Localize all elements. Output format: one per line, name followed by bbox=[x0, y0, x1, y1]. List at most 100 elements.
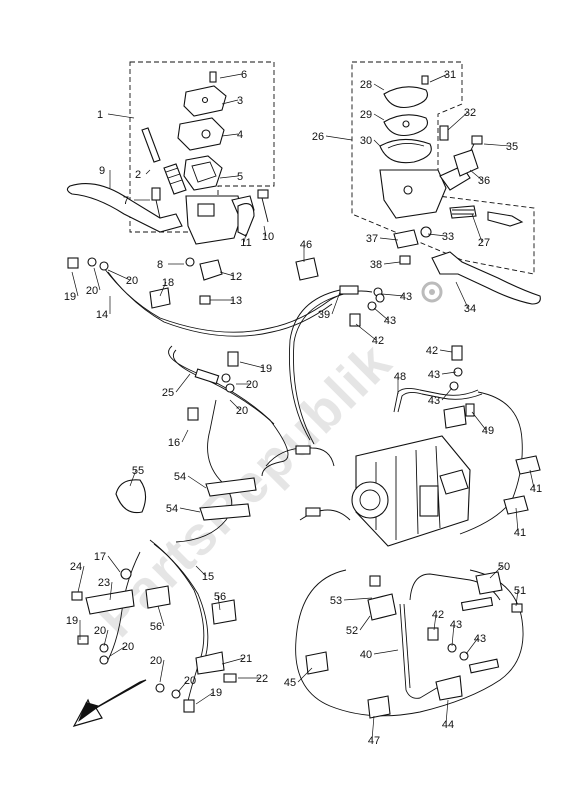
joint-23 bbox=[85, 589, 135, 615]
callout-leader-20 bbox=[159, 659, 165, 683]
callout-leader-29 bbox=[373, 113, 385, 121]
pivot-bolt-7 bbox=[151, 187, 161, 219]
callout-leader-43 bbox=[441, 387, 453, 401]
reservoir-plate-29 bbox=[383, 114, 429, 137]
callout-leader-40 bbox=[373, 649, 399, 655]
callout-54: 54 bbox=[174, 471, 186, 483]
callout-51: 51 bbox=[514, 585, 526, 597]
bolt-32 bbox=[439, 125, 449, 141]
callout-15: 15 bbox=[202, 571, 214, 583]
screw-13 bbox=[199, 295, 211, 305]
callout-2: 2 bbox=[135, 169, 141, 181]
callout-leader-15 bbox=[195, 565, 207, 577]
callout-12: 12 bbox=[230, 271, 242, 283]
callout-leader-38 bbox=[383, 261, 401, 265]
callout-42: 42 bbox=[432, 609, 444, 621]
clamp-44 bbox=[435, 675, 463, 701]
reservoir-cap-28 bbox=[383, 75, 429, 109]
callout-leader-31 bbox=[429, 73, 449, 83]
brake-pipe-48 bbox=[393, 387, 483, 413]
callout-27: 27 bbox=[478, 237, 490, 249]
bolts-19-lower bbox=[77, 635, 195, 713]
callout-43: 43 bbox=[474, 633, 486, 645]
callout-19: 19 bbox=[210, 687, 222, 699]
brake-hose-39 bbox=[289, 289, 341, 441]
fittings-19-20-upper-left bbox=[67, 257, 109, 271]
callout-leader-49 bbox=[471, 411, 487, 431]
callout-16: 16 bbox=[168, 437, 180, 449]
bolt-42b bbox=[449, 345, 463, 391]
callout-leader-10 bbox=[263, 225, 267, 237]
callout-6: 6 bbox=[241, 69, 247, 81]
callout-13: 13 bbox=[230, 295, 242, 307]
callout-18: 18 bbox=[162, 277, 174, 289]
callout-20: 20 bbox=[246, 379, 258, 391]
left-assembly-outline bbox=[129, 61, 275, 233]
callout-42: 42 bbox=[426, 345, 438, 357]
callout-3: 3 bbox=[237, 95, 243, 107]
callout-20: 20 bbox=[236, 405, 248, 417]
bolt-42c bbox=[427, 627, 469, 661]
callout-43: 43 bbox=[428, 369, 440, 381]
callout-leader-43 bbox=[381, 293, 405, 297]
sensor-lead-b bbox=[299, 507, 351, 521]
callout-46: 46 bbox=[300, 239, 312, 251]
callout-leader-19 bbox=[71, 271, 79, 297]
reservoir-cap bbox=[183, 85, 227, 117]
clip-56b bbox=[211, 599, 237, 625]
callout-leader-41 bbox=[515, 507, 519, 533]
callout-20: 20 bbox=[122, 641, 134, 653]
bolt-42a bbox=[349, 293, 385, 327]
callout-leader-20 bbox=[103, 629, 109, 647]
callout-52: 52 bbox=[346, 625, 358, 637]
callout-20: 20 bbox=[94, 625, 106, 637]
callout-22: 22 bbox=[256, 673, 268, 685]
callout-leader-50 bbox=[489, 565, 503, 579]
callout-5: 5 bbox=[237, 171, 243, 183]
callout-44: 44 bbox=[442, 719, 454, 731]
washers-20-lower bbox=[99, 643, 181, 699]
fitting-43a bbox=[460, 596, 494, 612]
push-rod-27 bbox=[449, 205, 524, 227]
callout-leader-20 bbox=[93, 267, 101, 291]
front-direction-arrow-icon bbox=[72, 679, 147, 727]
diaphragm-30 bbox=[379, 138, 432, 164]
bolt-51 bbox=[511, 603, 523, 613]
holder-clamp bbox=[237, 203, 255, 237]
callout-leader-34 bbox=[455, 281, 469, 309]
callout-leader-6 bbox=[219, 73, 243, 79]
nut-8 bbox=[185, 257, 195, 267]
callout-leader-56 bbox=[157, 605, 165, 627]
bracket-48 bbox=[443, 405, 467, 429]
callout-leader-5 bbox=[219, 175, 239, 179]
union-bolt-39 bbox=[339, 285, 383, 297]
callout-34: 34 bbox=[464, 303, 476, 315]
callout-leader-20 bbox=[107, 269, 131, 281]
callout-25: 25 bbox=[162, 387, 174, 399]
nut-33 bbox=[420, 226, 432, 238]
callout-36: 36 bbox=[478, 175, 490, 187]
bolt-19-upper bbox=[221, 351, 239, 393]
callout-29: 29 bbox=[360, 109, 372, 121]
clip-54b bbox=[199, 503, 251, 521]
callout-24: 24 bbox=[70, 561, 82, 573]
callout-leader-39 bbox=[331, 291, 341, 315]
callout-20: 20 bbox=[184, 675, 196, 687]
callout-45: 45 bbox=[284, 677, 296, 689]
brake-hose-23 bbox=[107, 551, 141, 661]
callout-20: 20 bbox=[126, 275, 138, 287]
callout-48: 48 bbox=[394, 371, 406, 383]
holder-bolt-10 bbox=[257, 189, 269, 223]
callout-leader-42 bbox=[433, 613, 437, 631]
callout-leader-28 bbox=[373, 83, 385, 91]
callout-leader-52 bbox=[359, 615, 371, 631]
callout-31: 31 bbox=[444, 69, 456, 81]
callout-leader-43 bbox=[373, 307, 389, 321]
callout-leader-33 bbox=[427, 233, 447, 237]
callout-56: 56 bbox=[150, 621, 162, 633]
callout-21: 21 bbox=[240, 653, 252, 665]
hose-fitting-25 bbox=[194, 368, 220, 385]
switch-37 bbox=[393, 229, 419, 249]
callout-14: 14 bbox=[96, 309, 108, 321]
fitting-lower-right bbox=[468, 658, 500, 674]
